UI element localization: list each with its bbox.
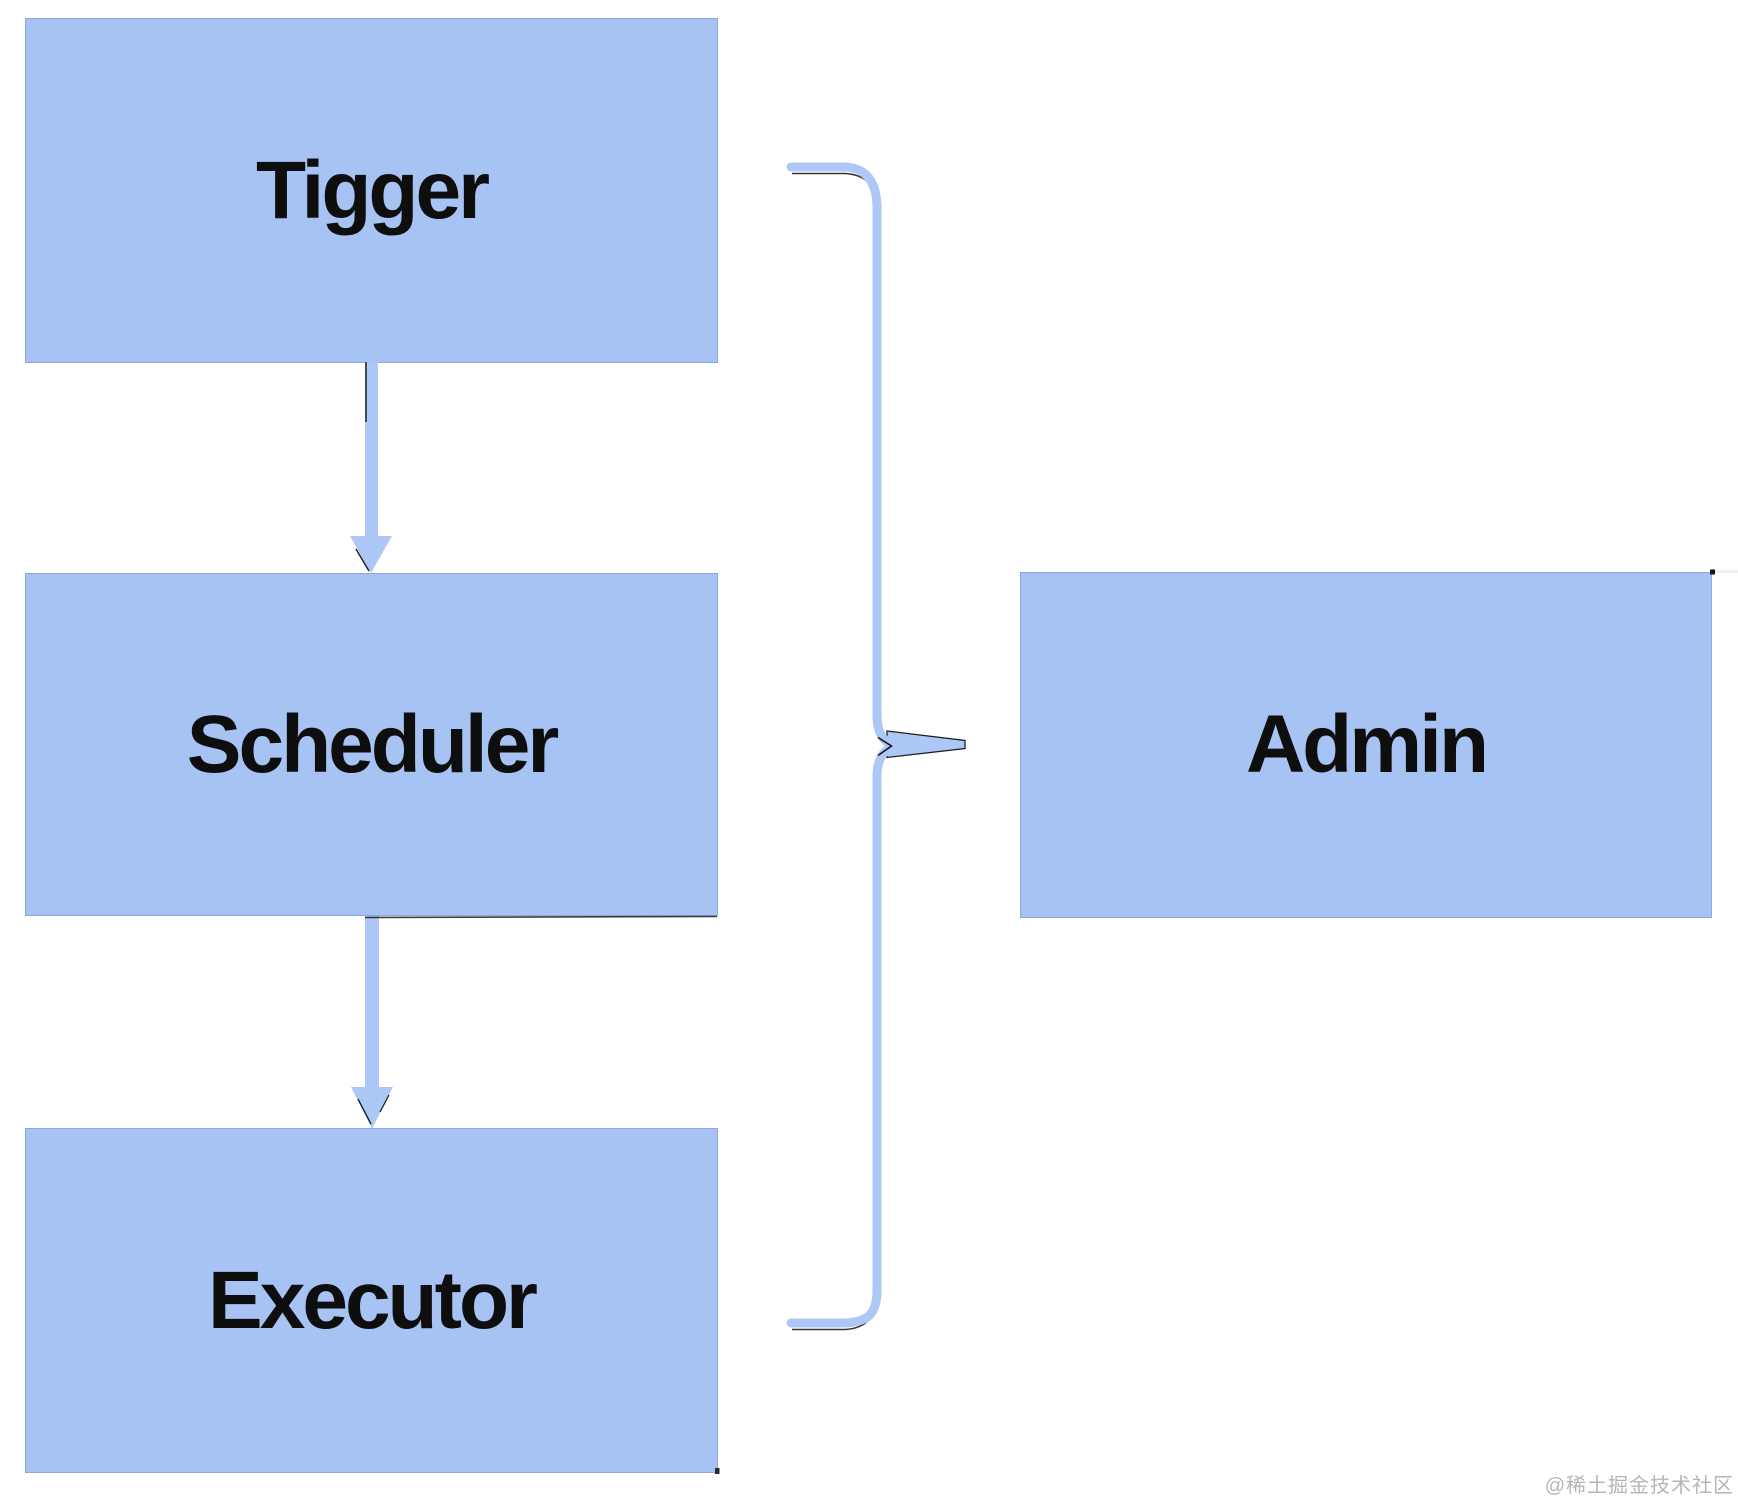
arrow-scheduler-to-executor xyxy=(351,915,718,1129)
node-executor-label: Executor xyxy=(208,1254,538,1346)
brace-to-admin-connector xyxy=(886,730,966,759)
arrow-tigger-to-scheduler xyxy=(350,361,392,573)
node-tigger-label: Tigger xyxy=(255,144,490,236)
brace-cusp-chevron xyxy=(877,736,893,757)
node-tigger: Tigger xyxy=(25,18,718,363)
grouping-brace xyxy=(786,162,906,1328)
brace-ink-accents xyxy=(792,172,879,1331)
node-scheduler-label: Scheduler xyxy=(186,698,559,790)
node-scheduler: Scheduler xyxy=(25,573,718,916)
node-admin: Admin xyxy=(1020,572,1712,918)
faint-edge-line xyxy=(1712,570,1738,573)
node-executor: Executor xyxy=(25,1128,718,1473)
node-admin-label: Admin xyxy=(1245,699,1489,790)
watermark-text: @稀土掘金技术社区 xyxy=(1544,1475,1734,1497)
